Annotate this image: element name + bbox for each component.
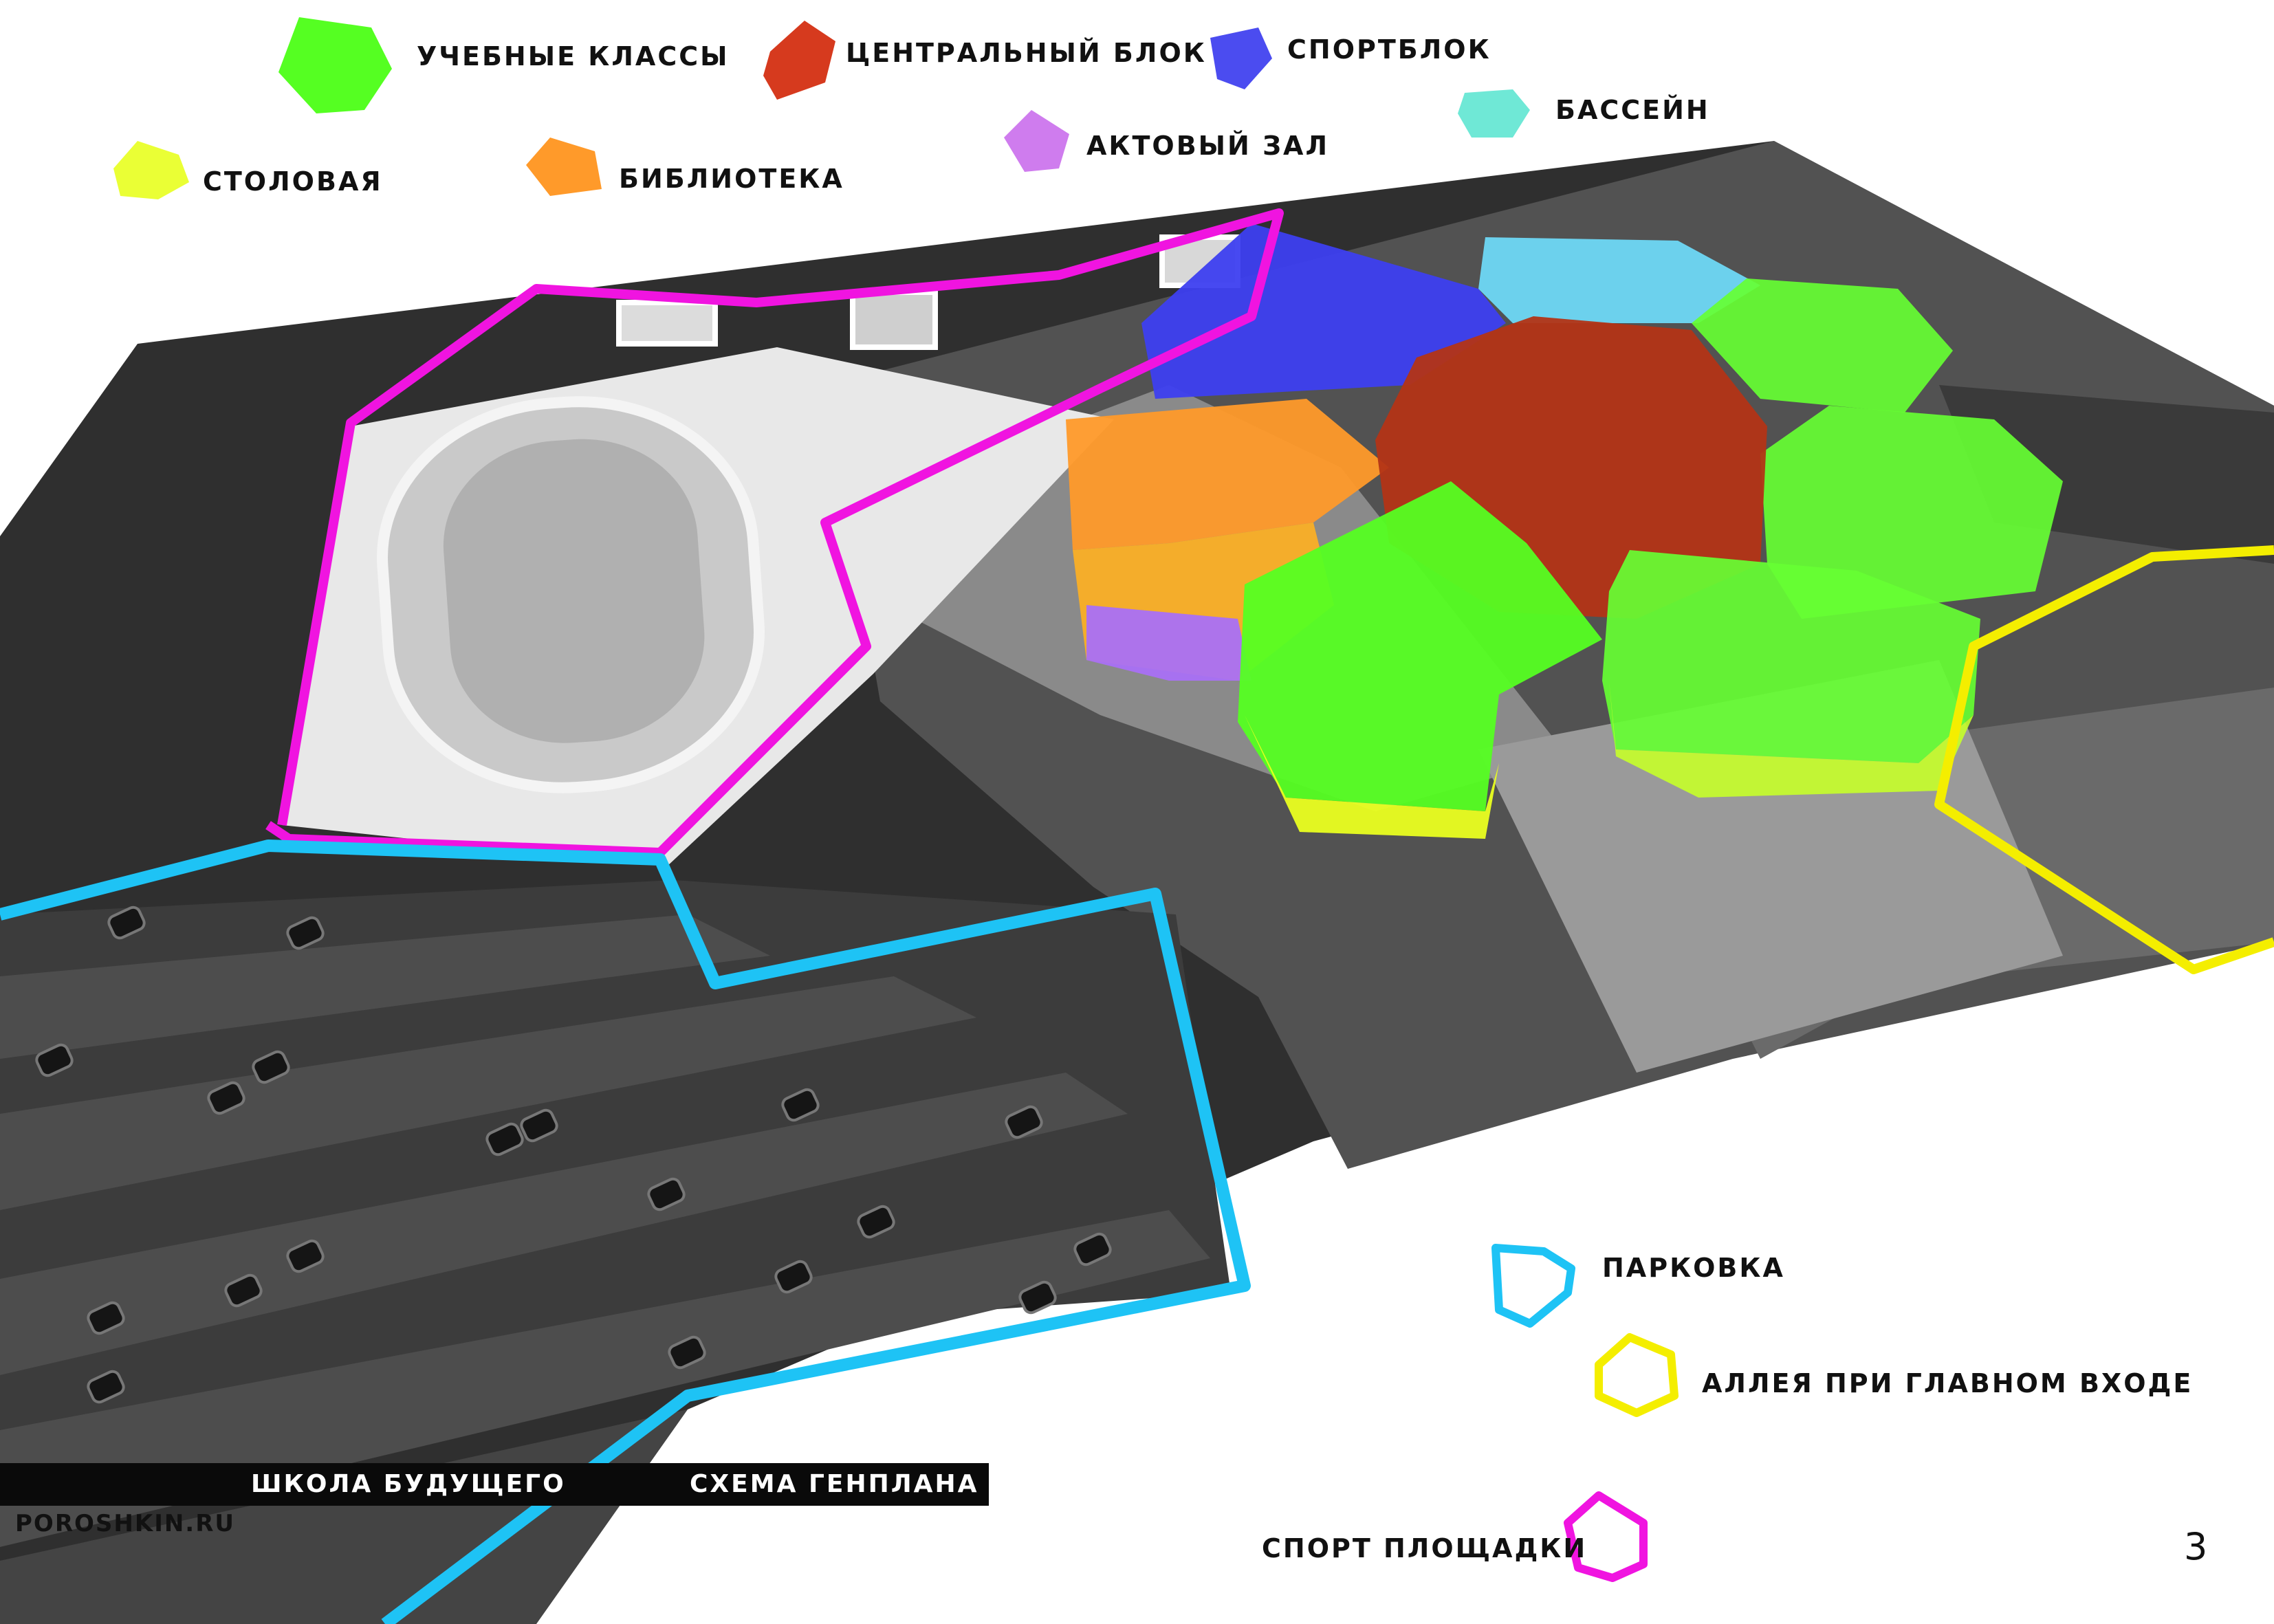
school-building [1066, 223, 2063, 839]
track-infield [443, 439, 705, 743]
car [857, 1205, 895, 1239]
car [224, 1273, 263, 1308]
legend-label-sport-block: СПОРТБЛОК [1287, 34, 1491, 65]
legend-swatch-pool [1458, 89, 1530, 138]
parked-cars [35, 906, 1112, 1404]
block-pool [1478, 237, 1760, 323]
legend-outline-alley [1595, 1333, 1679, 1417]
block-classes-s [1602, 550, 1980, 763]
legend-label-library: БИБЛИОТЕКА [619, 164, 844, 194]
car [774, 1260, 813, 1294]
legend-swatch-classes [278, 17, 392, 113]
project-title: ШКОЛА БУДУЩЕГО [251, 1470, 566, 1498]
block-classes-ne [1692, 278, 1953, 413]
legend-label-central-block: ЦЕНТРАЛЬНЫЙ БЛОК [846, 38, 1207, 68]
car [87, 1370, 125, 1404]
legend-swatch-canteen [113, 141, 189, 199]
legend-swatch-assembly-hall [1004, 110, 1069, 172]
block-classes-e [1760, 406, 2063, 619]
legend-label-parking: ПАРКОВКА [1602, 1253, 1785, 1283]
car [647, 1177, 686, 1211]
legend-label-classes: УЧЕБНЫЕ КЛАССЫ [417, 41, 730, 72]
car [286, 916, 325, 950]
court-mid [850, 289, 938, 350]
car [87, 1301, 125, 1335]
page-number: 3 [2184, 1525, 2208, 1568]
block-library [1066, 399, 1389, 550]
block-sport [1141, 223, 1506, 399]
legend-swatch-central-block [763, 21, 835, 100]
sport-grounds-outline [265, 208, 1284, 857]
legend-swatch-library [526, 138, 602, 196]
legend-label-assembly-hall: АКТОВЫЙ ЗАЛ [1086, 131, 1330, 161]
car [1018, 1280, 1057, 1315]
car [107, 906, 146, 940]
car [520, 1108, 558, 1143]
car [252, 1050, 290, 1084]
block-canteen [1245, 715, 1499, 839]
car [668, 1335, 706, 1370]
court-left [616, 300, 718, 347]
car [207, 1081, 245, 1115]
legend-outline-sport-grounds [1564, 1491, 1648, 1582]
block-assembly-hall [1086, 605, 1251, 681]
car [35, 1043, 74, 1077]
legend-label-canteen: СТОЛОВАЯ [203, 166, 383, 197]
car [485, 1122, 524, 1156]
parking-outline [0, 840, 1251, 1624]
alley-outline [1934, 545, 2274, 974]
legend-outline-parking [1491, 1244, 1575, 1328]
block-classes-s-lower [1609, 681, 1974, 798]
block-classes-sw [1238, 481, 1602, 811]
legend-label-sport-grounds: СПОРТ ПЛОЩАДКИ [1262, 1533, 1588, 1563]
car [781, 1088, 820, 1122]
sheet-title: СХЕМА ГЕНПЛАНА [690, 1470, 979, 1498]
car [286, 1239, 325, 1273]
car [1005, 1105, 1043, 1139]
car [1073, 1232, 1112, 1266]
legend-label-pool: БАССЕЙН [1555, 95, 1710, 125]
title-bar [0, 1463, 989, 1506]
legend-swatch-sport-block [1210, 28, 1272, 89]
site-name: POROSHKIN.RU [15, 1510, 236, 1537]
legend-label-alley: АЛЛЕЯ ПРИ ГЛАВНОМ ВХОДЕ [1702, 1368, 2194, 1398]
